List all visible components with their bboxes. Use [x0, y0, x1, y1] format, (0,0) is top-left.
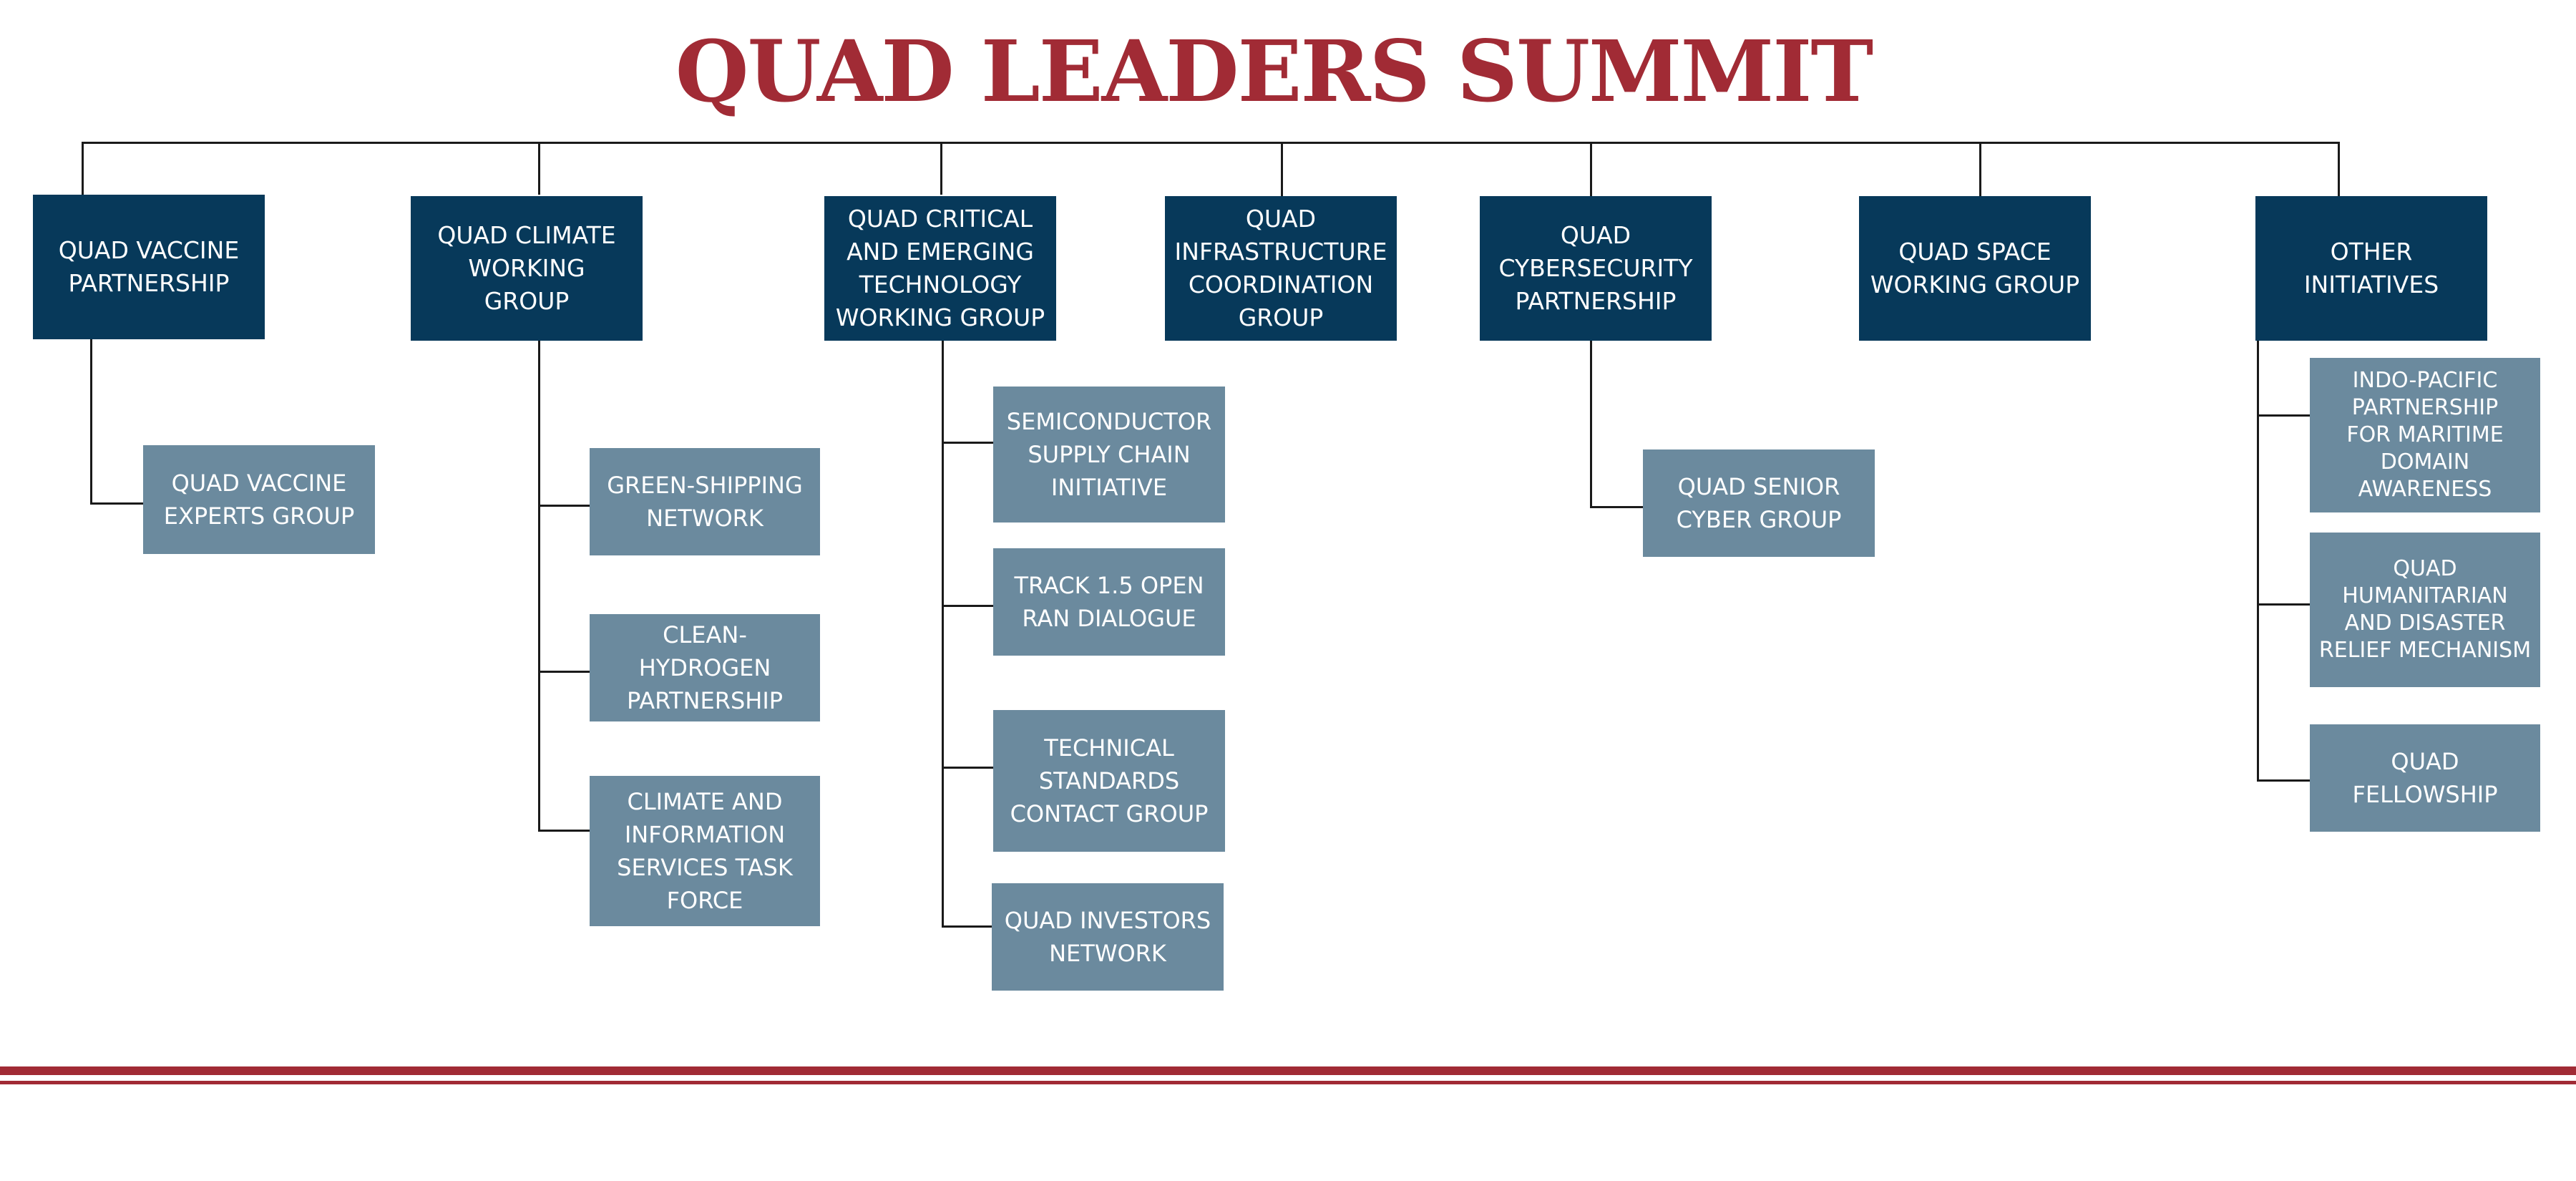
spine-cyber	[1590, 341, 1592, 508]
child-climate-info-services: CLIMATE AND INFORMATION SERVICES TASK FO…	[590, 776, 820, 926]
drop-vaccine	[82, 142, 84, 195]
child-clean-hydrogen-partnership: CLEAN-HYDROGEN PARTNERSHIP	[590, 614, 820, 721]
child-quad-hadr-mechanism: QUAD HUMANITARIAN AND DISASTER RELIEF ME…	[2310, 533, 2540, 687]
spine-cet	[942, 341, 944, 928]
branch-other-2	[2257, 603, 2310, 606]
child-quad-vaccine-experts-group: QUAD VACCINE EXPERTS GROUP	[143, 445, 375, 554]
spine-vaccine	[90, 339, 92, 504]
child-quad-fellowship: QUAD FELLOWSHIP	[2310, 724, 2540, 832]
branch-cet-4	[942, 925, 992, 928]
child-quad-senior-cyber-group: QUAD SENIOR CYBER GROUP	[1643, 449, 1875, 557]
branch-climate-1	[538, 505, 590, 507]
group-quad-climate-working-group: QUAD CLIMATE WORKING GROUP	[411, 196, 643, 341]
child-indo-pacific-mda: INDO-PACIFIC PARTNERSHIP FOR MARITIME DO…	[2310, 358, 2540, 512]
spine-other	[2257, 341, 2259, 782]
page-title: QUAD LEADERS SUMMIT	[675, 21, 1873, 121]
drop-other	[2338, 142, 2340, 196]
group-quad-infrastructure: QUAD INFRASTRUCTURE COORDINATION GROUP	[1165, 196, 1397, 341]
group-other-initiatives: OTHER INITIATIVES	[2255, 196, 2487, 341]
drop-climate	[538, 142, 540, 195]
child-semiconductor-supply-chain: SEMICONDUCTOR SUPPLY CHAIN INITIATIVE	[993, 387, 1225, 523]
spine-climate	[538, 341, 540, 832]
branch-other-3	[2257, 779, 2310, 782]
drop-infra	[1281, 142, 1283, 196]
child-quad-investors-network: QUAD INVESTORS NETWORK	[992, 883, 1224, 991]
child-green-shipping-network: GREEN-SHIPPING NETWORK	[590, 448, 820, 555]
child-technical-standards: TECHNICAL STANDARDS CONTACT GROUP	[993, 710, 1225, 852]
branch-climate-3	[538, 830, 590, 832]
branch-climate-2	[538, 671, 590, 673]
child-track-open-ran: TRACK 1.5 OPEN RAN DIALOGUE	[993, 548, 1225, 656]
group-quad-cybersecurity: QUAD CYBERSECURITY PARTNERSHIP	[1480, 196, 1712, 341]
group-quad-critical-emerging-tech: QUAD CRITICAL AND EMERGING TECHNOLOGY WO…	[824, 196, 1056, 341]
drop-space	[1979, 142, 1981, 196]
branch-cyber-1	[1590, 506, 1643, 508]
group-quad-vaccine-partnership: QUAD VACCINE PARTNERSHIP	[33, 195, 265, 339]
drop-cyber	[1590, 142, 1592, 196]
drop-cet	[940, 142, 942, 195]
top-connector	[82, 142, 2340, 144]
branch-cet-2	[942, 605, 993, 607]
branch-cet-1	[942, 442, 993, 444]
branch-cet-3	[942, 767, 993, 769]
bottom-rule-thick	[0, 1066, 2576, 1075]
branch-other-1	[2257, 414, 2310, 417]
branch-vaccine-1	[90, 502, 143, 505]
group-quad-space: QUAD SPACE WORKING GROUP	[1859, 196, 2091, 341]
bottom-rule-thin	[0, 1081, 2576, 1084]
